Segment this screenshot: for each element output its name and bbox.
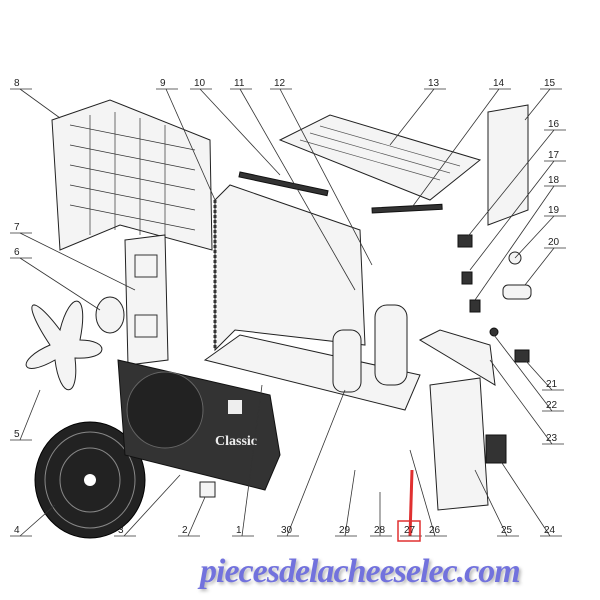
relay-part: [469, 299, 481, 313]
leader-line-9: [165, 88, 216, 201]
controller-part: [485, 434, 507, 464]
part-label-19: 19: [548, 205, 560, 216]
leader-line-12: [279, 88, 373, 266]
side-grille-part: [51, 99, 213, 251]
part-label-28: 28: [374, 525, 386, 536]
leader-line-2: [187, 496, 206, 537]
motor-bracket-part: [124, 234, 169, 366]
part-label-1: 1: [236, 525, 242, 536]
base-tray-part: [203, 334, 421, 411]
leader-line-8: [19, 88, 61, 119]
leader-line-4: [19, 504, 56, 537]
part-label-14: 14: [493, 78, 505, 89]
part-label-24: 24: [544, 525, 556, 536]
part-label-6: 6: [14, 247, 20, 258]
part-label-12: 12: [274, 78, 286, 89]
fan-motor-part: [95, 296, 125, 334]
leader-line-25: [474, 469, 508, 537]
highlight-box: [397, 520, 421, 542]
part-label-29: 29: [339, 525, 351, 536]
leader-line-22: [493, 334, 553, 412]
part-label-17: 17: [548, 150, 560, 161]
leader-line-15: [524, 88, 551, 121]
coil-part: [213, 184, 366, 352]
leader-line-24: [499, 459, 551, 537]
leader-line-11: [239, 88, 356, 291]
leader-line-30: [286, 389, 346, 537]
leader-line-5: [19, 389, 41, 441]
terminal-part: [457, 234, 473, 248]
part-label-10: 10: [194, 78, 206, 89]
leader-line-27: [408, 469, 414, 537]
capacitor-small-part: [461, 271, 473, 285]
part-label-11: 11: [234, 78, 245, 89]
fan-grille-part: [34, 421, 146, 539]
clip-part: [199, 481, 216, 498]
leader-line-14: [409, 88, 500, 211]
part-label-5: 5: [14, 429, 20, 440]
leader-line-23: [489, 359, 553, 445]
top-cover-part: [278, 114, 482, 201]
leader-line-20: [524, 247, 555, 286]
part-label-9: 9: [160, 78, 166, 89]
leader-line-13: [389, 88, 435, 146]
part-label-3: 3: [118, 525, 124, 536]
leader-line-19: [514, 215, 555, 259]
part-label-18: 18: [548, 175, 560, 186]
part-label-22: 22: [546, 400, 558, 411]
part-label-21: 21: [546, 379, 558, 390]
leader-line-16: [464, 129, 555, 241]
brand-text: Classic: [215, 434, 257, 449]
compressor-part: [332, 304, 408, 393]
part-label-4: 4: [14, 525, 20, 536]
part-label-13: 13: [428, 78, 440, 89]
leader-line-10: [199, 88, 281, 176]
leader-line-21: [524, 359, 553, 391]
watermark: piecesdelacheeselec.com: [200, 553, 521, 590]
capacitor-part: [502, 284, 532, 300]
bracket-part: [418, 329, 496, 386]
electrical-panel-part: [429, 377, 489, 511]
leader-line-29: [344, 469, 356, 537]
leader-line-6: [19, 257, 101, 311]
part-label-20: 20: [548, 237, 560, 248]
switch-part: [514, 349, 530, 363]
side-panel-part: [487, 104, 529, 226]
part-label-8: 8: [14, 78, 20, 89]
leader-lines: [10, 88, 566, 537]
leader-line-18: [474, 185, 555, 301]
leader-line-3: [123, 474, 181, 537]
part-label-23: 23: [546, 433, 558, 444]
part-label-25: 25: [501, 525, 513, 536]
leader-line-17: [469, 160, 555, 271]
seal-strip-part-2: [371, 203, 443, 214]
part-label-2: 2: [182, 525, 188, 536]
part-label-16: 16: [548, 119, 560, 130]
part-label-7: 7: [14, 222, 20, 233]
leader-line-26: [409, 449, 436, 537]
part-label-30: 30: [281, 525, 293, 536]
part-label-27: 27: [404, 525, 416, 536]
front-panel-part: Classic: [117, 359, 281, 491]
part-label-26: 26: [429, 525, 441, 536]
fan-blade-part: [25, 300, 103, 391]
screw-part: [489, 327, 499, 337]
seal-strip-part: [238, 171, 329, 197]
leader-line-1: [241, 384, 263, 537]
part-label-15: 15: [544, 78, 556, 89]
leader-line-7: [19, 232, 136, 291]
